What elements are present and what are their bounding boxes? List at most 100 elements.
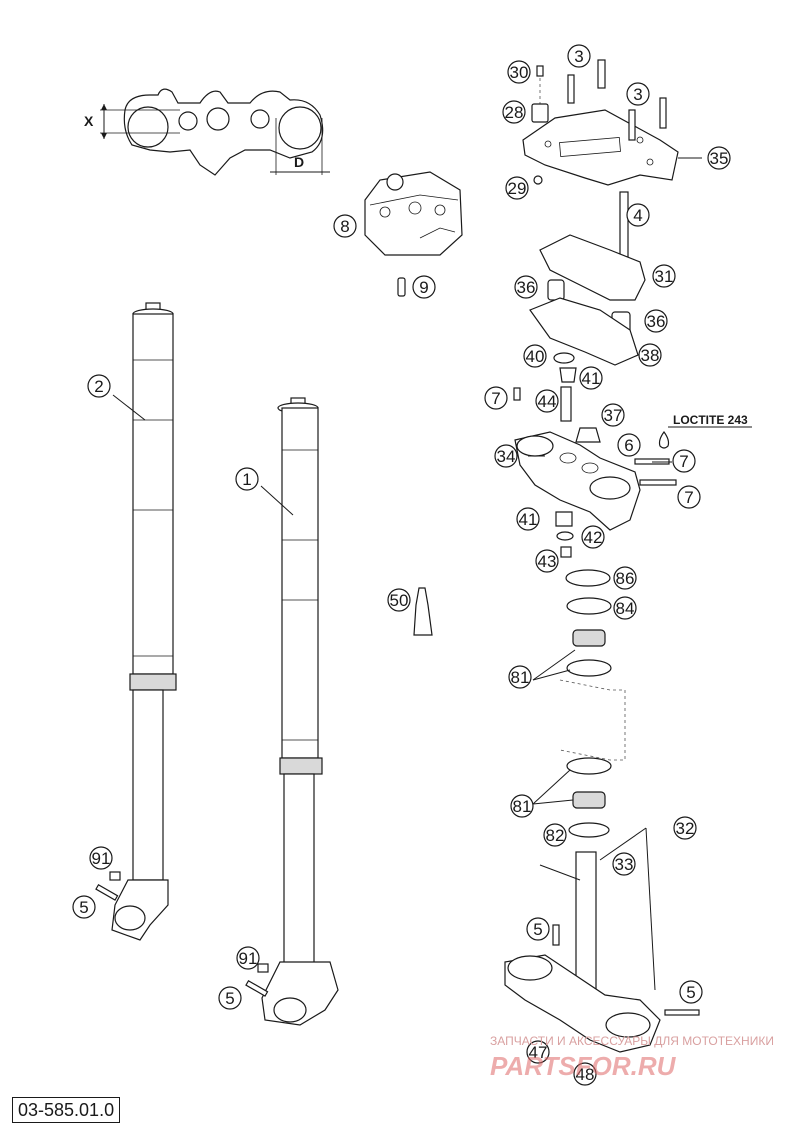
- bolt-7-lower: [639, 479, 677, 486]
- callout-number: 8: [340, 217, 349, 236]
- callout-number: 44: [538, 392, 557, 411]
- callout-6: 6: [617, 433, 641, 457]
- pin-9: [397, 277, 406, 297]
- callout-circle: [333, 214, 357, 238]
- callout-5: 5: [218, 986, 242, 1010]
- callout-circle: [579, 366, 603, 390]
- drawing-number: 03-585.01.0: [12, 1097, 121, 1123]
- callout-42: 42: [581, 525, 605, 549]
- callout-number: 29: [508, 179, 527, 198]
- callout-number: 41: [582, 369, 601, 388]
- callout-circle: [89, 846, 113, 870]
- washer-42: [556, 531, 574, 541]
- callout-81: 81: [508, 665, 532, 689]
- bolt-5-right-leg: [245, 979, 269, 997]
- screw-91-right: [257, 963, 269, 973]
- callout-circle: [581, 525, 605, 549]
- dimension-x-label: X: [84, 113, 94, 129]
- callout-number: 7: [684, 488, 693, 507]
- screw-7-top: [513, 387, 521, 401]
- bearing-81-top: [572, 629, 606, 647]
- upper-triple-clamp: [514, 431, 641, 531]
- spacer-28: [531, 103, 549, 123]
- callout-circle: [677, 485, 701, 509]
- callout-number: 4: [633, 206, 642, 225]
- callout-5: 5: [526, 917, 550, 941]
- leader-lines: [112, 157, 702, 991]
- bolt-3-c: [628, 109, 636, 141]
- callout-41: 41: [579, 366, 603, 390]
- callout-91: 91: [89, 846, 113, 870]
- callout-circle: [612, 852, 636, 876]
- callout-circle: [535, 389, 559, 413]
- callout-circle: [567, 44, 591, 68]
- callout-9: 9: [412, 275, 436, 299]
- callout-number: 37: [604, 406, 623, 425]
- callout-circle: [626, 82, 650, 106]
- spacer-36-a: [547, 279, 565, 301]
- nut-29: [533, 175, 543, 185]
- callout-circle: [236, 946, 260, 970]
- callout-circle: [707, 146, 731, 170]
- callout-circle: [523, 344, 547, 368]
- callout-circle: [502, 100, 526, 124]
- steering-damper: [364, 171, 463, 256]
- screw-91-left: [109, 871, 121, 881]
- washer-40: [553, 352, 575, 364]
- clamp-dimension-sketch: X D: [84, 88, 330, 176]
- callout-number: 3: [574, 47, 583, 66]
- callout-number: 36: [647, 312, 666, 331]
- callout-number: 5: [686, 983, 695, 1002]
- fork-leg-right: [261, 397, 339, 1026]
- callout-7: 7: [484, 386, 508, 410]
- nut-41-bottom: [555, 511, 573, 527]
- callout-43: 43: [535, 549, 559, 573]
- callout-number: 5: [533, 920, 542, 939]
- lower-triple-clamp: [504, 851, 661, 1053]
- race-81-top: [566, 659, 612, 677]
- callout-number: 40: [526, 347, 545, 366]
- callout-circle: [494, 444, 518, 468]
- plate-38: [529, 297, 639, 366]
- callout-number: 81: [513, 797, 532, 816]
- callout-number: 30: [510, 63, 529, 82]
- callout-number: 50: [390, 591, 409, 610]
- callout-circle: [484, 386, 508, 410]
- frame-head-outline: [559, 679, 626, 761]
- callout-number: 28: [505, 103, 524, 122]
- callout-number: 33: [615, 855, 634, 874]
- callout-3: 3: [626, 82, 650, 106]
- callout-31: 31: [652, 264, 676, 288]
- callout-number: 32: [676, 819, 695, 838]
- callout-4: 4: [626, 203, 650, 227]
- bolt-3-a: [567, 74, 575, 104]
- callout-number: 3: [633, 85, 642, 104]
- callout-7: 7: [672, 449, 696, 473]
- callout-circle: [507, 60, 531, 84]
- callout-circle: [617, 433, 641, 457]
- callout-circle: [652, 264, 676, 288]
- callout-34: 34: [494, 444, 518, 468]
- callout-84: 84: [613, 596, 637, 620]
- callout-36: 36: [514, 275, 538, 299]
- callout-5: 5: [679, 980, 703, 1004]
- nut-43: [560, 546, 572, 558]
- callout-5: 5: [72, 895, 96, 919]
- callout-33: 33: [612, 852, 636, 876]
- screw-30: [536, 65, 544, 77]
- callout-number: 48: [576, 1065, 595, 1084]
- callout-circle: [543, 823, 567, 847]
- loctite-drop: [658, 430, 670, 449]
- callout-32: 32: [673, 816, 697, 840]
- fork-leg-left: [111, 302, 177, 941]
- callout-circle: [613, 596, 637, 620]
- callout-number: 84: [616, 599, 635, 618]
- callout-number: 7: [491, 389, 500, 408]
- callout-2: 2: [87, 374, 111, 398]
- callout-38: 38: [638, 343, 662, 367]
- callout-48: 48: [573, 1062, 597, 1086]
- callout-number: 91: [92, 849, 111, 868]
- callout-number: 86: [616, 569, 635, 588]
- callout-3: 3: [567, 44, 591, 68]
- callout-circle: [535, 549, 559, 573]
